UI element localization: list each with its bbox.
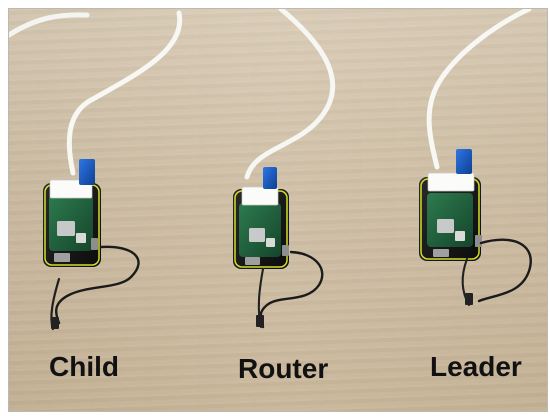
port-router-2: [282, 245, 289, 256]
chip-child-2: [76, 233, 86, 243]
port-leader-2: [475, 235, 482, 247]
ethernet-cable-4: [426, 9, 532, 170]
chip-leader-1: [437, 219, 454, 233]
usb-dongle-router: [263, 167, 277, 189]
device-leader: [419, 149, 532, 307]
port-leader-1: [433, 249, 449, 257]
ethernet-cable-3: [244, 9, 336, 180]
usb-dongle-child: [79, 159, 95, 185]
power-cable-leader: [477, 238, 532, 303]
scene: [9, 9, 532, 331]
chip-leader-2: [455, 231, 465, 241]
chip-router-1: [249, 228, 265, 242]
photo: Child Router Leader: [8, 8, 548, 412]
device-router: [233, 167, 324, 329]
label-card-leader: [427, 172, 475, 192]
device-label-child: Child: [49, 351, 119, 382]
label-card-router: [241, 186, 279, 206]
ethernet-cable-1: [9, 12, 90, 38]
port-child-2: [91, 238, 98, 250]
ethernet-cable-2: [66, 10, 183, 176]
device-child: [43, 159, 140, 331]
plug-leader: [465, 293, 473, 305]
device-label-leader: Leader: [430, 351, 522, 382]
power-cable-child: [54, 245, 140, 325]
port-router-1: [245, 257, 260, 265]
plug-router: [256, 315, 264, 327]
usb-dongle-leader: [456, 149, 472, 174]
chip-router-2: [266, 238, 275, 247]
plug-child: [51, 317, 59, 329]
port-child-1: [54, 253, 70, 262]
chip-child-1: [57, 221, 75, 236]
device-label-router: Router: [238, 353, 329, 384]
